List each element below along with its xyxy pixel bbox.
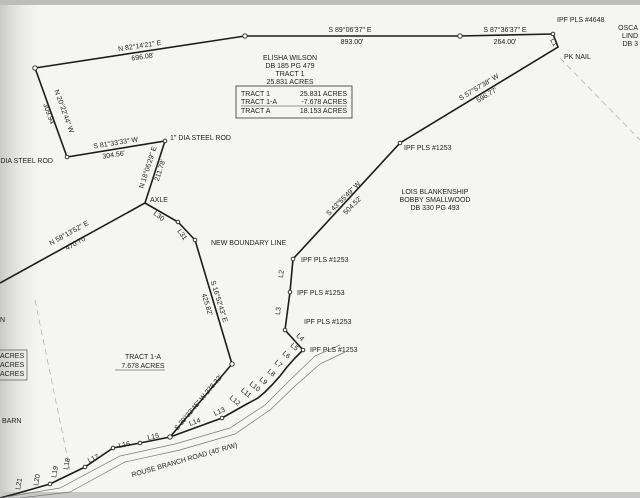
svg-text:TRACT 1: TRACT 1: [275, 71, 304, 78]
svg-text:7.678 ACRES: 7.678 ACRES: [121, 363, 165, 370]
svg-text:PK NAIL: PK NAIL: [564, 54, 591, 61]
svg-text:LOIS BLANKENSHIP: LOIS BLANKENSHIP: [402, 189, 469, 196]
svg-text:OSCA: OSCA: [618, 25, 638, 32]
svg-text:L8: L8: [266, 368, 277, 378]
svg-text:1" DIA STEEL ROD: 1" DIA STEEL ROD: [0, 158, 53, 165]
svg-text:L15: L15: [147, 433, 160, 442]
svg-text:25.831 ACRES: 25.831 ACRES: [300, 91, 347, 98]
svg-text:N: N: [0, 317, 5, 324]
svg-text:L1: L1: [548, 38, 558, 48]
svg-text:IPF PLS #1253: IPF PLS #1253: [301, 257, 349, 264]
svg-text:L7: L7: [273, 359, 284, 369]
blankenship-label: LOIS BLANKENSHIP BOBBY SMALLWOOD DB 330 …: [400, 189, 471, 212]
svg-text:BOBBY SMALLWOOD: BOBBY SMALLWOOD: [400, 197, 471, 204]
svg-text:L6: L6: [281, 350, 292, 360]
svg-text:ELISHA WILSON: ELISHA WILSON: [263, 55, 317, 62]
monument-labels: IPF PLS #4648 PK NAIL IPF PLS #1253 IPF …: [0, 17, 605, 354]
svg-text:DB 3: DB 3: [622, 41, 638, 48]
svg-text:TRACT 1-A: TRACT 1-A: [241, 99, 277, 106]
wilson-label: ELISHA WILSON DB 185 PG 479 TRACT 1 25.8…: [263, 55, 317, 86]
svg-text:L5: L5: [289, 342, 300, 352]
bottom-border: [0, 492, 640, 498]
svg-text:L21: L21: [15, 478, 24, 491]
svg-text:TRACT A: TRACT A: [241, 108, 271, 115]
svg-text:L19: L19: [51, 466, 60, 479]
svg-text:DB 330 PG 493: DB 330 PG 493: [410, 205, 459, 212]
svg-text:NEW BOUNDARY LINE: NEW BOUNDARY LINE: [211, 240, 287, 247]
svg-text:264.00': 264.00': [494, 39, 517, 46]
svg-text:TRACT 1-A: TRACT 1-A: [125, 354, 161, 361]
svg-text:L4: L4: [295, 332, 306, 343]
svg-text:IPF PLS #1253: IPF PLS #1253: [310, 347, 358, 354]
svg-text:S 87°36'37" E: S 87°36'37" E: [483, 26, 527, 34]
svg-text:L18: L18: [63, 458, 72, 471]
svg-text:-7.678 ACRES: -7.678 ACRES: [301, 99, 347, 106]
acreage-table: TRACT 1 25.831 ACRES TRACT 1-A -7.678 ACRE…: [235, 85, 353, 119]
svg-text:DB 185 PG 479: DB 185 PG 479: [265, 63, 314, 70]
svg-text:TRACT 1: TRACT 1: [241, 91, 270, 98]
svg-text:L13: L13: [213, 406, 227, 417]
svg-text:IPF PLS #4648: IPF PLS #4648: [557, 17, 605, 24]
svg-text:L2: L2: [278, 270, 286, 278]
oscar-label: OSCA LIND DB 3: [618, 25, 638, 48]
svg-text:ACRES: ACRES: [0, 353, 24, 360]
svg-text:696.08': 696.08': [131, 52, 155, 62]
svg-text:ACRES: ACRES: [0, 371, 24, 378]
svg-text:L3: L3: [275, 307, 283, 315]
svg-text:S 89°06'37" E: S 89°06'37" E: [328, 26, 372, 34]
svg-text:IPF PLS #1253: IPF PLS #1253: [404, 145, 452, 152]
svg-text:18.153 ACRES: 18.153 ACRES: [300, 108, 347, 115]
svg-text:L16: L16: [118, 441, 131, 450]
svg-text:L9: L9: [258, 376, 269, 386]
left-margin-labels: ACRES ACRES ACRES N BARN: [0, 317, 28, 425]
survey-points: [32, 31, 556, 487]
svg-text:L20: L20: [33, 474, 42, 487]
svg-text:BARN: BARN: [2, 418, 21, 425]
svg-text:ACRES: ACRES: [0, 362, 24, 369]
top-border: [0, 0, 640, 5]
svg-text:304.56': 304.56': [102, 150, 126, 160]
svg-text:L14: L14: [188, 417, 201, 428]
svg-text:L17: L17: [87, 453, 101, 464]
svg-text:LIND: LIND: [622, 33, 638, 40]
tract-1a-label: TRACT 1-A 7.678 ACRES: [115, 354, 165, 371]
svg-text:IPF PLS #1253: IPF PLS #1253: [304, 319, 352, 326]
svg-text:1" DIA STEEL ROD: 1" DIA STEEL ROD: [170, 135, 231, 142]
svg-text:25.831 ACRES: 25.831 ACRES: [266, 79, 313, 86]
svg-text:893.00': 893.00': [341, 39, 364, 46]
svg-text:IPF PLS #1253: IPF PLS #1253: [297, 290, 345, 297]
svg-text:AXLE: AXLE: [150, 197, 168, 204]
